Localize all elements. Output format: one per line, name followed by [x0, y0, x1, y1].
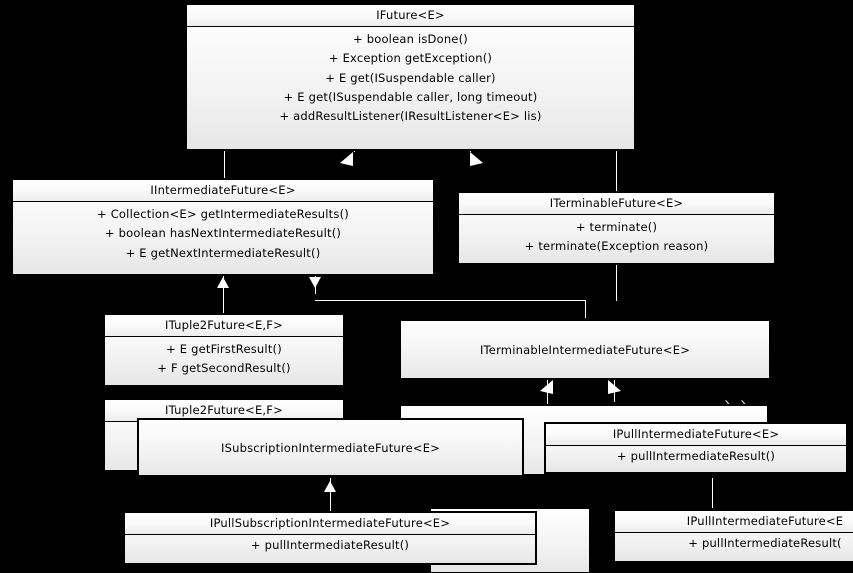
class-name-iintermediatefuture: IIntermediateFuture<E> — [13, 180, 433, 202]
edge-terminableintermediate-left-down — [547, 380, 548, 408]
class-members-ipullintermediatefuture-bottom: + pullIntermediateResult( — [615, 533, 853, 555]
member-terminate: + terminate() — [575, 220, 658, 234]
edge-down-to-terminableintermediate — [585, 300, 586, 318]
arrowhead-to-subscriptionintermediate — [324, 481, 336, 492]
edge-ifuture-h-left — [224, 150, 354, 151]
edge-iterminablefuture-h — [616, 300, 617, 301]
member-pullintermediateresult-middle: + pullIntermediateResult() — [616, 449, 776, 463]
class-name-iterminableintermediatefuture: ITerminableIntermediateFuture<E> — [479, 342, 691, 357]
class-box-ipullintermediatefuture-middle[interactable]: IPullIntermediateFuture<E> + pullInterme… — [545, 423, 847, 473]
member-isdone: + boolean isDone() — [353, 32, 468, 46]
class-members-ipullsubscriptionintermediatefuture: + pullIntermediateResult() — [125, 535, 535, 557]
member-getsecondresult: + F getSecondResult() — [157, 361, 291, 376]
class-name-iterminablefuture: ITerminableFuture<E> — [459, 193, 774, 215]
edge-bottom-right-stub — [712, 478, 713, 508]
class-box-iterminablefuture[interactable]: ITerminableFuture<E> + terminate() + ter… — [458, 192, 775, 264]
class-box-ituple2future-upper[interactable]: ITuple2Future<E,F> + E getFirstResult() … — [104, 314, 344, 386]
member-pullintermediateresult-bottom: + pullIntermediateResult( — [688, 536, 842, 550]
arrowhead-terminableintermediate-left — [540, 380, 553, 394]
class-box-ipullintermediatefuture-bottom[interactable]: IPullIntermediateFuture<E + pullIntermed… — [614, 510, 853, 562]
class-members-ituple2future-upper: + E getFirstResult() + F getSecondResult… — [105, 337, 343, 383]
edge-iintermediate-to-ituple2 — [223, 274, 224, 316]
arrowhead-from-iintermediatefuture — [309, 277, 321, 288]
arrowhead-ifuture-left — [340, 152, 353, 166]
member-addresultlistener: + addResultListener(IResultListener<E> l… — [279, 109, 542, 124]
class-name-ituple2future-upper: ITuple2Future<E,F> — [105, 315, 343, 337]
class-name-ifuture: IFuture<E> — [187, 5, 634, 27]
member-getnextintermediateresult: + E getNextIntermediateResult() — [125, 245, 321, 260]
class-box-ifuture[interactable]: IFuture<E> + boolean isDone() + Exceptio… — [186, 4, 635, 150]
class-members-iterminablefuture: + terminate() + terminate(Exception reas… — [459, 215, 774, 261]
class-box-isubscriptionintermediatefuture[interactable]: ISubscriptionIntermediateFuture<E> — [138, 419, 523, 476]
class-name-isubscriptionintermediatefuture: ISubscriptionIntermediateFuture<E> — [221, 440, 440, 455]
edge-subscription-to-pullsubscription — [330, 478, 331, 512]
arrowhead-ifuture-right — [470, 152, 483, 166]
class-members-iintermediatefuture: + Collection<E> getIntermediateResults()… — [13, 202, 433, 267]
class-name-ipullsubscriptionintermediatefuture: IPullSubscriptionIntermediateFuture<E> — [125, 513, 535, 535]
class-name-ipullintermediatefuture-bottom: IPullIntermediateFuture<E — [615, 511, 853, 533]
member-getintermediateresults: + Collection<E> getIntermediateResults() — [97, 207, 349, 221]
member-get-caller-timeout: + E get(ISuspendable caller, long timeou… — [283, 89, 538, 104]
arrowhead-terminableintermediate-right — [608, 380, 621, 394]
edge-ifuture-h-right — [470, 150, 616, 151]
member-getexception: + Exception getException() — [328, 51, 493, 66]
member-terminate-reason: + terminate(Exception reason) — [524, 239, 709, 254]
member-pullintermediateresult-subscription: + pullIntermediateResult() — [250, 538, 410, 552]
member-getfirstresult: + E getFirstResult() — [166, 342, 282, 356]
class-box-iterminableintermediatefuture[interactable]: ITerminableIntermediateFuture<E> — [400, 320, 770, 379]
member-get-caller: + E get(ISuspendable caller) — [325, 70, 496, 85]
member-hasnextintermediateresult: + boolean hasNextIntermediateResult() — [104, 226, 342, 241]
class-box-ipullsubscriptionintermediatefuture[interactable]: IPullSubscriptionIntermediateFuture<E> +… — [124, 512, 536, 564]
edge-iterminablefuture-down — [616, 265, 617, 301]
arrowhead-to-iintermediatefuture — [217, 277, 229, 288]
edge-ifuture-to-iterminablefuture — [616, 150, 617, 192]
class-box-iintermediatefuture[interactable]: IIntermediateFuture<E> + Collection<E> g… — [12, 179, 434, 275]
edge-iintermediate-h-right — [315, 300, 585, 301]
class-members-ipullintermediatefuture-middle: + pullIntermediateResult() — [546, 446, 846, 468]
edge-ifuture-to-iintermediatefuture — [224, 150, 225, 180]
class-name-ipullintermediatefuture-middle: IPullIntermediateFuture<E> — [546, 424, 846, 446]
class-members-ifuture: + boolean isDone() + Exception getExcept… — [187, 27, 634, 131]
